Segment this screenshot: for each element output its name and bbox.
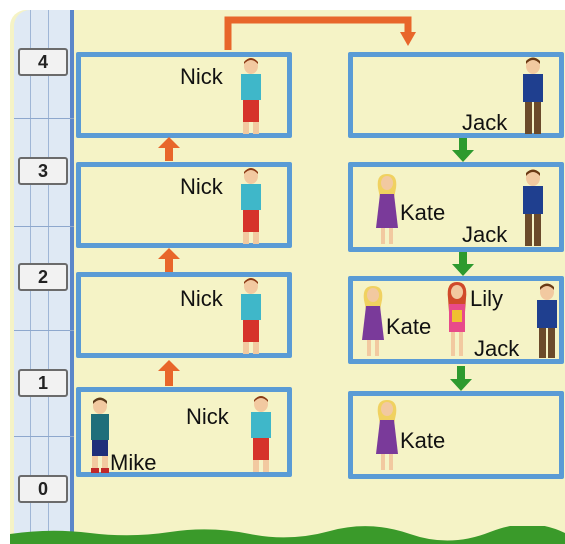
nick-figure-icon [238, 58, 264, 136]
mike-figure-icon [88, 398, 112, 474]
nick-figure-icon [238, 278, 264, 356]
person-label-jack: Jack [462, 222, 507, 248]
person-label-lily: Lily [470, 286, 503, 312]
ruler-tick [14, 436, 74, 437]
lily-figure-icon [444, 282, 470, 360]
up-arrow-icon [158, 360, 180, 386]
nick-figure-icon [238, 168, 264, 246]
floor-number-3: 3 [18, 157, 68, 185]
floor-number-1: 1 [18, 369, 68, 397]
kate-figure-icon [360, 286, 386, 360]
nick-figure-icon [248, 396, 274, 474]
person-label-nick: Nick [180, 64, 223, 90]
ruler-tick [14, 118, 74, 119]
floor-number-2: 2 [18, 263, 68, 291]
kate-figure-icon [374, 400, 400, 474]
jack-figure-icon [520, 170, 546, 248]
transfer-arrow-icon [222, 16, 422, 52]
person-label-mike: Mike [110, 450, 156, 476]
person-label-nick: Nick [180, 174, 223, 200]
down-arrow-icon [452, 138, 474, 162]
person-label-nick: Nick [186, 404, 229, 430]
person-label-kate: Kate [386, 314, 431, 340]
floor-number-4: 4 [18, 48, 68, 76]
down-arrow-icon [452, 252, 474, 276]
jack-figure-icon [534, 284, 560, 360]
ruler-tick [14, 330, 74, 331]
person-label-jack: Jack [474, 336, 519, 362]
person-label-kate: Kate [400, 428, 445, 454]
person-label-jack: Jack [462, 110, 507, 136]
up-arrow-icon [158, 137, 180, 161]
ruler-tick [14, 226, 74, 227]
person-label-kate: Kate [400, 200, 445, 226]
down-arrow-icon [450, 366, 472, 391]
grass-strip [10, 526, 565, 544]
person-label-nick: Nick [180, 286, 223, 312]
jack-figure-icon [520, 58, 546, 136]
kate-figure-icon [374, 174, 400, 248]
floor-number-0: 0 [18, 475, 68, 503]
up-arrow-icon [158, 248, 180, 272]
